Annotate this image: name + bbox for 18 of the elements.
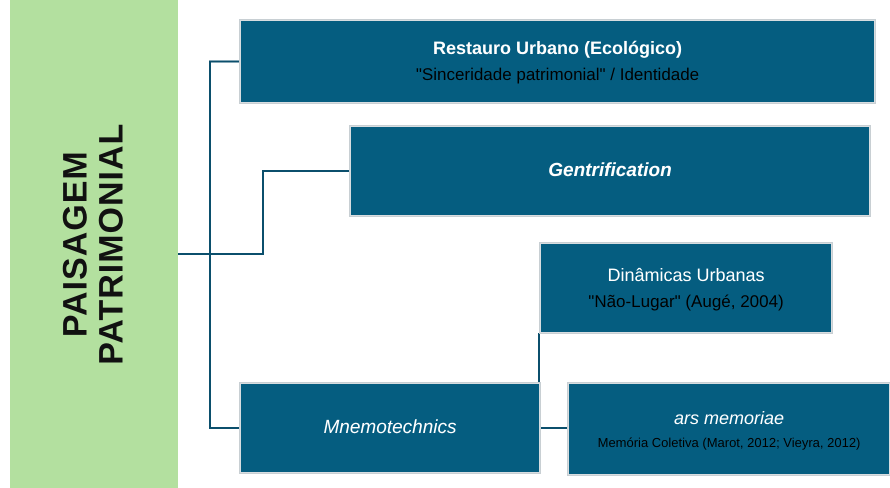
heading: Restauro Urbano (Ecológico) <box>432 38 682 59</box>
subtitle: Memória Coletiva (Marot, 2012; Vieyra, 2012) <box>598 435 860 450</box>
connector-line <box>540 427 568 429</box>
subtitle: "Sinceridade patrimonial" / Identidade <box>416 65 700 85</box>
topic-box <box>540 243 832 333</box>
heading: Mnemotechnics <box>323 417 457 439</box>
topic-box <box>568 383 890 475</box>
heading: Gentrification <box>548 160 672 182</box>
band-title: PAISAGEM PATRIMONIAL <box>58 122 130 368</box>
heading: ars memoriae <box>674 408 784 429</box>
connector-line <box>178 253 240 429</box>
heading: Dinâmicas Urbanas <box>607 264 765 286</box>
topic-box <box>350 126 870 216</box>
topic-box <box>240 383 540 473</box>
subtitle: "Não-Lugar" (Augé, 2004) <box>588 292 784 312</box>
title-band <box>10 0 178 488</box>
connector-line <box>538 333 540 383</box>
topic-box <box>240 20 875 103</box>
